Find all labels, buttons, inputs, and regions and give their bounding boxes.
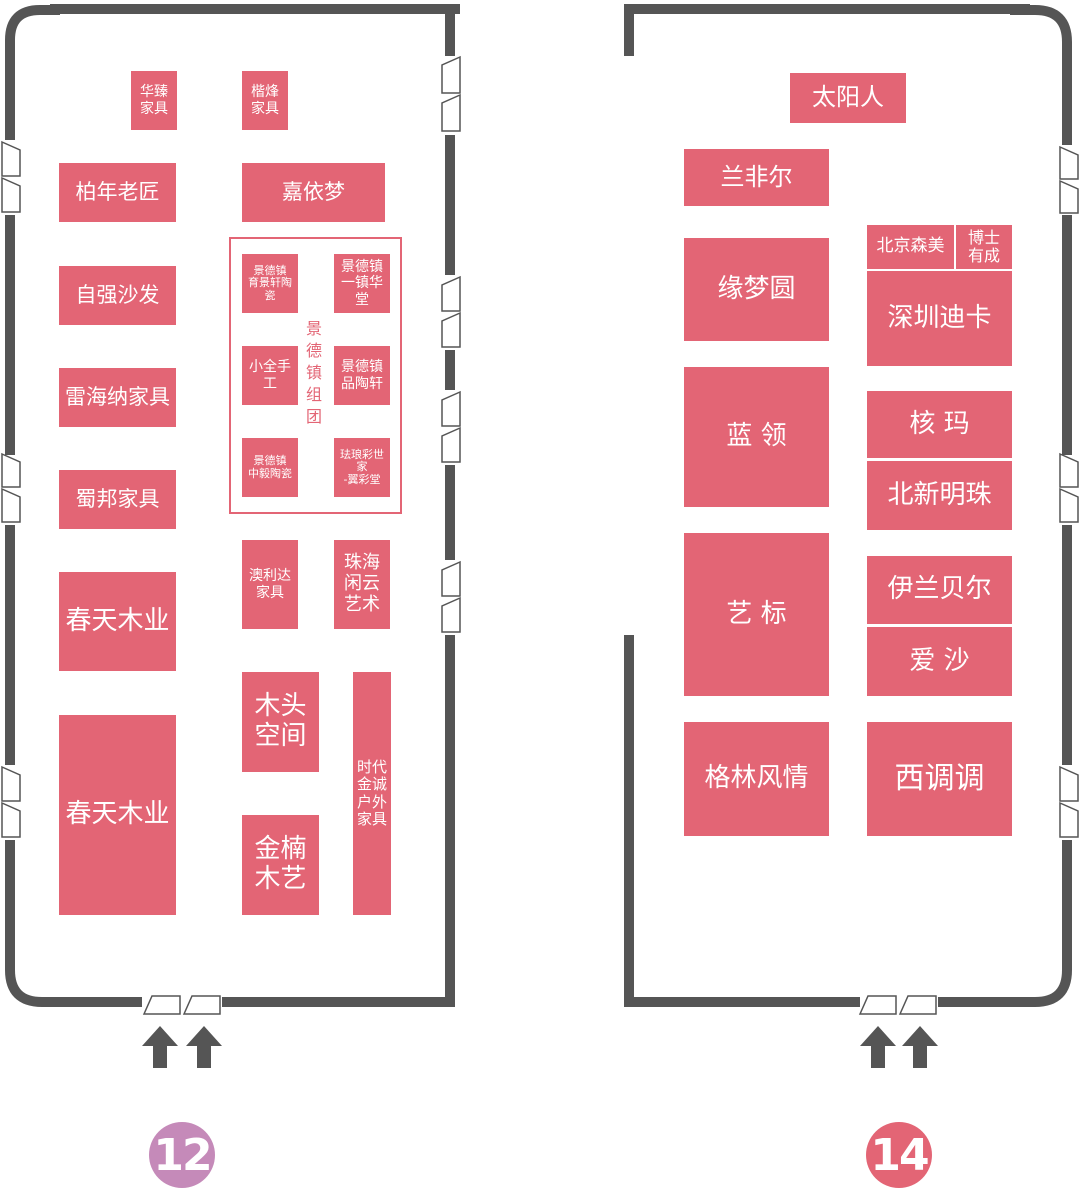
booth-jdz-zhongyi[interactable]: 景德镇 中毅陶瓷 xyxy=(242,438,298,497)
hall-12-wall-bottom-1 xyxy=(50,997,142,1007)
booth-lanfeier[interactable]: 兰非尔 xyxy=(684,149,829,206)
booth-falang[interactable]: 珐琅彩世家 -翼彩堂 xyxy=(334,438,390,497)
booth-hema[interactable]: 核 玛 xyxy=(867,391,1012,458)
hall-12-door-left-3[interactable] xyxy=(0,765,22,841)
booth-shubang[interactable]: 蜀邦家具 xyxy=(59,470,176,529)
booth-gelin[interactable]: 格林风情 xyxy=(684,722,829,836)
hall-14-wall-left-2 xyxy=(624,635,634,1007)
booth-yuanmengyuan[interactable]: 缘梦圆 xyxy=(684,238,829,341)
hall-14-corner-bottom-right xyxy=(1010,945,1072,1007)
booth-huazhen[interactable]: 华臻 家具 xyxy=(131,71,177,130)
hall-14-door-right-3[interactable] xyxy=(1058,765,1080,841)
hall-12-wall-right-2 xyxy=(445,135,455,275)
hall-14-wall-right-2 xyxy=(1062,215,1072,455)
hall-12-door-bottom[interactable] xyxy=(142,994,224,1016)
hall-12-wall-left-1 xyxy=(5,50,15,140)
hall-12-wall-top xyxy=(50,4,460,14)
booth-aisha[interactable]: 爱 沙 xyxy=(867,627,1012,696)
hall-12-wall-right-3 xyxy=(445,350,455,390)
hall-14-wall-right-1 xyxy=(1062,55,1072,145)
hall-14-entrance-arrow-2 xyxy=(902,1026,938,1068)
hall-14-wall-right-4 xyxy=(1062,840,1072,950)
booth-yilanbeier[interactable]: 伊兰贝尔 xyxy=(867,556,1012,624)
jingdezhen-group-label: 景 德 镇 组 团 xyxy=(305,319,322,426)
booth-leihaina[interactable]: 雷海纳家具 xyxy=(59,368,176,427)
hall-12-corner-bottom-left xyxy=(5,945,60,1007)
hall-12-door-right-3[interactable] xyxy=(440,390,462,466)
hall-12-corner-top-left xyxy=(5,5,60,60)
booth-taiyangren[interactable]: 太阳人 xyxy=(790,73,906,123)
hall-12-door-right-2[interactable] xyxy=(440,275,462,351)
hall-14-door-right-1[interactable] xyxy=(1058,145,1080,217)
booth-jinnan[interactable]: 金楠 木艺 xyxy=(242,815,319,915)
hall-14-corner-top-right xyxy=(1010,5,1072,60)
hall-14-entrance-arrow-1 xyxy=(860,1026,896,1068)
hall-12-door-right-1[interactable] xyxy=(440,55,462,135)
booth-chuntian-1[interactable]: 春天木业 xyxy=(59,572,176,671)
booth-chuntian-2[interactable]: 春天木业 xyxy=(59,715,176,915)
hall-14-wall-bottom-1 xyxy=(624,997,860,1007)
hall-12-wall-bottom-2 xyxy=(222,997,455,1007)
hall-12-door-left-1[interactable] xyxy=(0,140,22,216)
hall-14-wall-right-3 xyxy=(1062,525,1072,765)
hall-12-entrance-arrow-1 xyxy=(142,1026,178,1068)
hall-12-wall-left-4 xyxy=(5,840,15,950)
hall-12-wall-right-1 xyxy=(445,4,455,56)
booth-xiaoquan[interactable]: 小全手工 xyxy=(242,346,298,405)
booth-boshi[interactable]: 博士 有成 xyxy=(956,225,1012,269)
booth-jdz-pin[interactable]: 景德镇 品陶轩 xyxy=(334,346,390,405)
hall-14-wall-top xyxy=(624,4,1030,14)
hall-14-number: 14 xyxy=(866,1122,932,1188)
booth-mutou[interactable]: 木头 空间 xyxy=(242,672,319,772)
booth-beixin[interactable]: 北新明珠 xyxy=(867,461,1012,530)
booth-jdz-yizhen[interactable]: 景德镇 一镇华堂 xyxy=(334,254,390,313)
booth-shenzhendika[interactable]: 深圳迪卡 xyxy=(867,271,1012,366)
hall-12-wall-left-2 xyxy=(5,215,15,455)
hall-12-wall-right-5 xyxy=(445,635,455,1005)
booth-bainian[interactable]: 柏年老匠 xyxy=(59,163,176,222)
booth-shidai[interactable]: 时代 金诚 户外 家具 xyxy=(353,672,391,915)
hall-14-wall-left-1 xyxy=(624,4,634,56)
booth-xitiaotiao[interactable]: 西调调 xyxy=(867,722,1012,836)
hall-14-door-right-2[interactable] xyxy=(1058,452,1080,526)
hall-12-door-right-4[interactable] xyxy=(440,560,462,636)
hall-12-door-left-2[interactable] xyxy=(0,452,22,526)
booth-beijingsenmei[interactable]: 北京森美 xyxy=(867,225,954,269)
booth-yibiao[interactable]: 艺 标 xyxy=(684,533,829,696)
hall-12-wall-right-4 xyxy=(445,465,455,560)
hall-14-door-bottom[interactable] xyxy=(858,994,940,1016)
booth-zhuhai[interactable]: 珠海 闲云 艺术 xyxy=(334,540,390,629)
hall-12-wall-left-3 xyxy=(5,525,15,765)
hall-12-entrance-arrow-2 xyxy=(186,1026,222,1068)
booth-jiayimeng[interactable]: 嘉依梦 xyxy=(242,163,385,222)
booth-kaifeng[interactable]: 楷烽 家具 xyxy=(242,71,288,130)
hall-12-number: 12 xyxy=(149,1122,215,1188)
booth-lanling[interactable]: 蓝 领 xyxy=(684,367,829,507)
booth-aolida[interactable]: 澳利达 家具 xyxy=(242,540,298,629)
hall-14-wall-bottom-2 xyxy=(938,997,1030,1007)
booth-ziqiang[interactable]: 自强沙发 xyxy=(59,266,176,325)
booth-jdz-yujing[interactable]: 景德镇 育景轩陶瓷 xyxy=(242,254,298,313)
